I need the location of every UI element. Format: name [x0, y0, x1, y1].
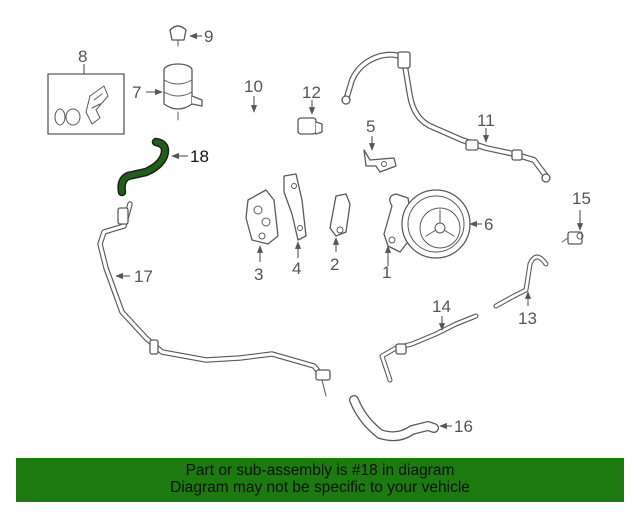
part-8-seal-kit[interactable] — [47, 73, 125, 135]
callout-1: 1 — [382, 263, 391, 282]
footer-banner: Part or sub-assembly is #18 in diagram D… — [16, 458, 624, 502]
callout-8: 8 — [78, 47, 87, 66]
callout-17: 17 — [134, 267, 153, 286]
callout-7: 7 — [132, 83, 141, 102]
callout-18: 18 — [190, 147, 209, 166]
callout-3: 3 — [254, 265, 263, 284]
part-12-pressure-switch[interactable] — [297, 117, 323, 135]
part-18-return-hose[interactable] — [117, 137, 170, 197]
part-11-pressure-line[interactable] — [341, 51, 551, 183]
callout-11: 11 — [477, 111, 495, 130]
callout-12: 12 — [302, 83, 321, 102]
callout-13: 13 — [518, 309, 537, 328]
part-13-pipe[interactable] — [493, 254, 549, 309]
part-15-fitting[interactable] — [561, 231, 584, 245]
callout-15: 15 — [572, 189, 591, 208]
part-2-bracket[interactable] — [329, 193, 351, 237]
callout-16: 16 — [454, 417, 473, 436]
footer-line-2: Diagram may not be specific to your vehi… — [170, 479, 470, 496]
callout-14: 14 — [432, 297, 451, 316]
parts-diagram: 8 9 7 10 12 11 — [47, 25, 591, 442]
callout-6: 6 — [484, 215, 493, 234]
part-4-bracket[interactable] — [283, 173, 307, 241]
part-7-reservoir[interactable] — [163, 63, 203, 121]
part-6-pulley[interactable] — [401, 189, 471, 259]
part-10-hose[interactable] — [222, 116, 264, 128]
part-3-bracket[interactable] — [245, 189, 279, 245]
callout-5: 5 — [366, 117, 375, 136]
callout-4: 4 — [292, 259, 301, 278]
callout-2: 2 — [330, 255, 339, 274]
callout-10: 10 — [244, 77, 263, 96]
part-16-hose[interactable] — [349, 395, 439, 442]
footer-line-1: Part or sub-assembly is #18 in diagram — [185, 462, 455, 479]
part-9-cap[interactable] — [169, 25, 187, 47]
part-14-cooler-pipe[interactable] — [379, 313, 479, 383]
part-5-bracket[interactable] — [363, 149, 397, 173]
part-17-return-line[interactable] — [97, 201, 331, 397]
callout-9: 9 — [204, 27, 213, 46]
